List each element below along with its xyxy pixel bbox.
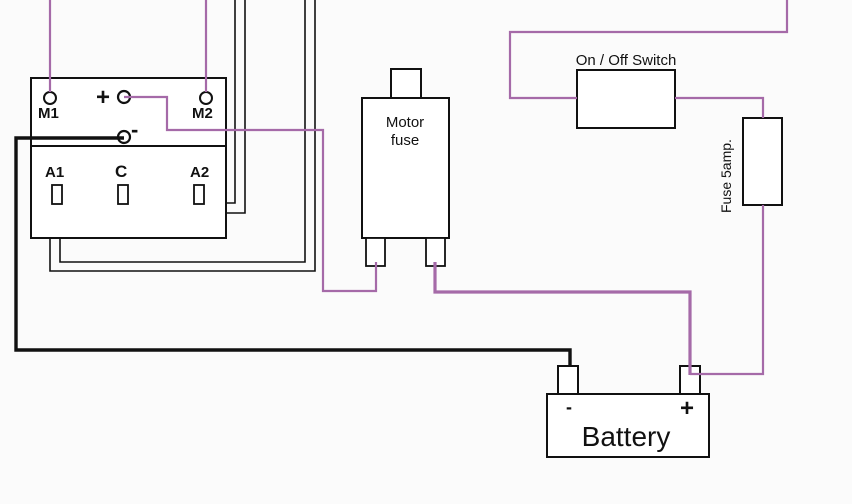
motor-fuse-terminal-left[interactable] — [365, 237, 386, 267]
battery-minus-label: - — [566, 397, 572, 417]
fuse-5amp[interactable] — [742, 117, 783, 206]
wire-switch-input — [508, 0, 789, 100]
wire-switch-to-fuse — [675, 96, 765, 118]
motor-fuse-label-line2: fuse — [391, 132, 419, 149]
on-off-switch[interactable] — [576, 69, 676, 129]
wire-fuse-to-battery — [690, 205, 765, 376]
label-m1: M1 — [38, 105, 59, 122]
terminal-m1[interactable] — [43, 91, 57, 105]
label-a1: A1 — [45, 164, 64, 181]
label-c: C — [115, 162, 127, 181]
motor-fuse: Motor fuse — [361, 68, 450, 267]
motor-fuse-cap — [390, 68, 422, 99]
motor-fuse-terminal-right[interactable] — [425, 237, 446, 267]
battery: - + Battery — [546, 365, 710, 458]
motor-fuse-body[interactable] — [361, 97, 450, 239]
solenoid-body — [30, 77, 227, 239]
label-plus: + — [96, 84, 110, 111]
terminal-c[interactable] — [117, 184, 129, 205]
switch-label: On / Off Switch — [576, 52, 677, 69]
solenoid: M1 M2 + - A1 C A2 — [30, 77, 227, 239]
terminal-a1[interactable] — [51, 184, 63, 205]
battery-body — [546, 393, 710, 458]
terminal-a2[interactable] — [193, 184, 205, 205]
label-m2: M2 — [192, 105, 213, 122]
label-minus: - — [131, 117, 138, 142]
motor-fuse-label-line1: Motor — [386, 114, 424, 131]
wire-motor-fuse-to-battery — [433, 262, 692, 375]
positive-wires — [48, 0, 789, 376]
battery-label: Battery — [582, 421, 671, 452]
terminal-m2[interactable] — [199, 91, 213, 105]
fuse-5amp-label: Fuse 5amp. — [718, 139, 734, 213]
label-a2: A2 — [190, 164, 209, 181]
ground-wire — [14, 136, 572, 382]
battery-terminal-negative[interactable] — [557, 365, 579, 395]
battery-plus-label: + — [680, 395, 694, 422]
control-circuit: On / Off Switch Fuse 5amp. — [576, 52, 783, 213]
wire-solenoid-plus-to-motor-fuse — [124, 95, 378, 293]
